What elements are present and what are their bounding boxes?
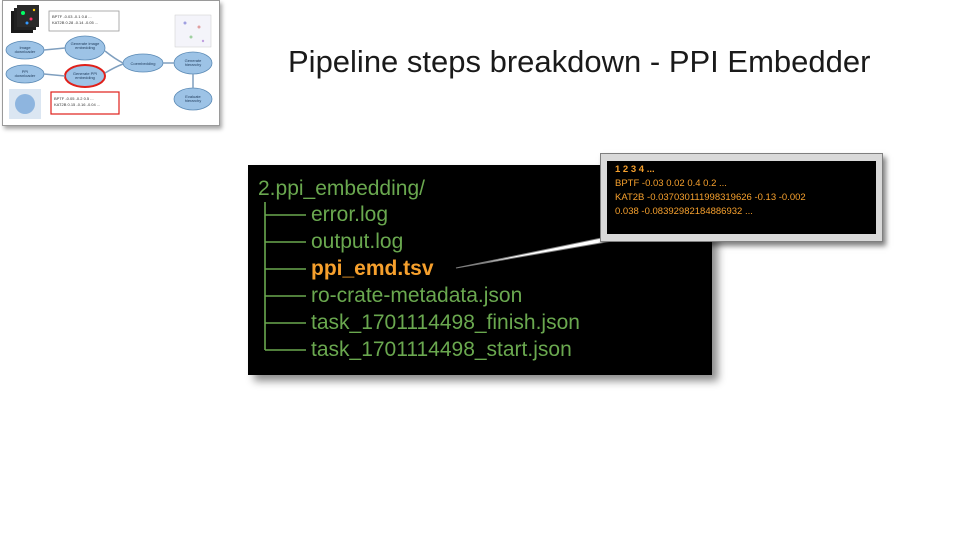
- thumb-node-coembedding: Coembedding: [130, 61, 156, 66]
- tsv-row-continuation: 0.038 -0.08392982184886932 ...: [615, 206, 753, 217]
- tree-connector-lines: [264, 202, 306, 351]
- pipeline-thumbnail: BPTF -0.03 -0.1 0.8 ... KAT2B 0.28 -0.14…: [2, 0, 220, 126]
- thumb-node-image-downloader: Image downloader: [14, 45, 36, 54]
- tree-item-ro-crate-metadata[interactable]: ro-crate-metadata.json: [311, 284, 523, 307]
- thumb-emd-text-2: KAT2B 0.28 -0.14 -0.05 ...: [52, 20, 99, 25]
- tree-root-folder[interactable]: 2.ppi_embedding/: [258, 177, 425, 200]
- tsv-header-row: 1 2 3 4 ...: [615, 164, 655, 175]
- tree-item-task-finish[interactable]: task_1701114498_finish.json: [311, 311, 580, 334]
- tree-item-task-start[interactable]: task_1701114498_start.json: [311, 338, 572, 361]
- thumb-node-generate-image-embedding: Generate image embedding: [70, 41, 100, 50]
- thumb-emd-text-4: KAT2B 0.15 -0.16 -0.04 ...: [54, 102, 101, 107]
- thumb-node-generate-ppi-embedding: Generate PPI embedding: [72, 71, 98, 80]
- tree-item-ppi-emd-tsv[interactable]: ppi_emd.tsv: [311, 257, 434, 280]
- thumb-node-evaluate-hierarchy: Evaluate hierarchy: [184, 94, 202, 103]
- tsv-row-bptf: BPTF -0.03 0.02 0.4 0.2 ...: [615, 178, 727, 189]
- thumb-emd-text-3: BPTF -0.05 -0.2 0.5 ...: [54, 96, 94, 101]
- tree-item-error-log[interactable]: error.log: [311, 203, 389, 226]
- tsv-preview-callout: 1 2 3 4 ... BPTF -0.03 0.02 0.4 0.2 ... …: [600, 153, 883, 242]
- slide-title: Pipeline steps breakdown - PPI Embedder: [288, 44, 871, 79]
- tsv-row-kat2b: KAT2B -0.0370301119983196​26 -0.13 -0.00…: [615, 192, 806, 203]
- thumb-emd-text-1: BPTF -0.03 -0.1 0.8 ...: [52, 14, 92, 19]
- tree-item-output-log[interactable]: output.log: [311, 230, 404, 253]
- thumb-node-generate-hierarchy: Generate hierarchy: [184, 58, 202, 67]
- thumb-node-ppi-downloader: PPI downloader: [14, 69, 36, 78]
- tsv-preview-content: 1 2 3 4 ... BPTF -0.03 0.02 0.4 0.2 ... …: [607, 161, 876, 234]
